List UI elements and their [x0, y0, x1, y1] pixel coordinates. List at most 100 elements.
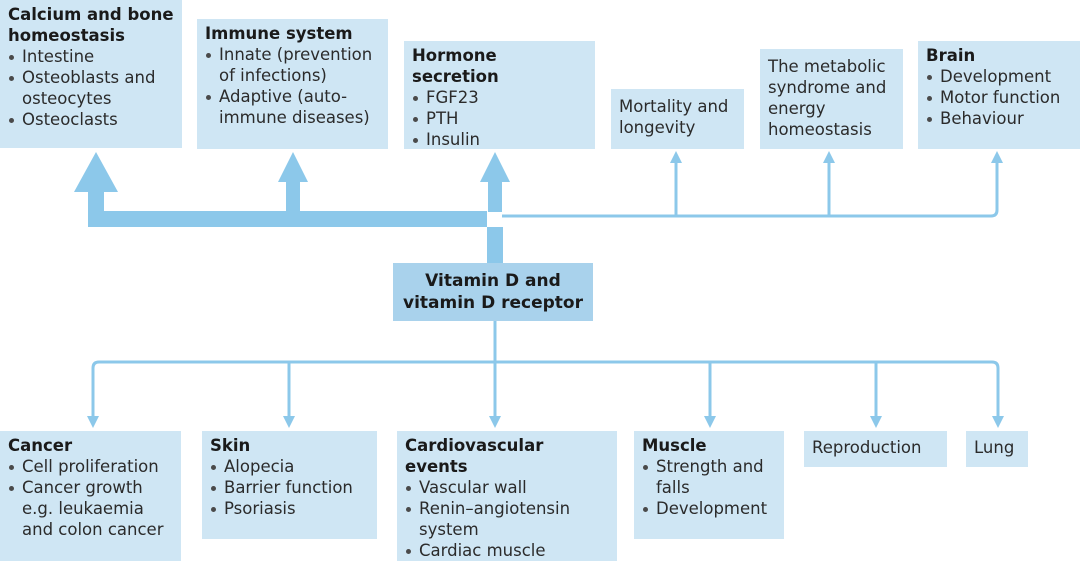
bullet-item-line: Cardiac muscle	[419, 541, 546, 560]
box-title: Calcium and bone	[8, 5, 174, 24]
mortality-longevity-box: Mortality and longevity	[611, 89, 744, 149]
bullet-item-line: Osteoblasts and	[22, 68, 156, 87]
bullet-item-line: Osteoclasts	[22, 110, 118, 129]
box-text-line: Lung	[974, 438, 1015, 457]
bullet-item: Strength and falls	[642, 456, 778, 498]
reproduction-box: Reproduction	[804, 431, 947, 467]
arrowhead-skin	[283, 416, 295, 428]
bullet-item: Renin–angiotensin system	[405, 498, 611, 540]
box-text-line: longevity	[619, 118, 696, 137]
bullet-item: Development	[642, 498, 778, 519]
box-text-line: homeostasis	[768, 120, 872, 139]
thick-branch-hormone	[488, 180, 502, 212]
bullet-item-line: Barrier function	[224, 478, 353, 497]
bullet-item: Cardiac muscle	[405, 540, 611, 561]
bullet-item: Insulin	[412, 129, 589, 150]
bullet-item-line: Renin–angiotensin	[419, 499, 571, 518]
box-title: Cancer	[8, 436, 73, 455]
box-title: Hormone secretion	[412, 46, 499, 86]
bullet-item: Development	[926, 66, 1074, 87]
bullet-item-line: FGF23	[426, 88, 479, 107]
bullet-item-line: Psoriasis	[224, 499, 296, 518]
bullet-item-line: Innate (prevention	[219, 45, 373, 64]
box-title: Brain	[926, 46, 976, 65]
arrowhead-metabolic	[823, 151, 835, 163]
bullet-item-line: PTH	[426, 109, 459, 128]
thin-trunk-upper	[502, 160, 999, 218]
bullet-item-line: falls	[656, 478, 690, 497]
arrowhead-mortality	[670, 151, 682, 163]
bullet-item-line: Strength and	[656, 457, 764, 476]
box-text-line: energy	[768, 99, 826, 118]
bullet-item-line: system	[419, 520, 479, 539]
box-title: homeostasis	[8, 26, 125, 45]
thick-branch-immune	[286, 180, 300, 212]
bullet-item-line: Intestine	[22, 47, 95, 66]
box-title: Cardiovascular events	[405, 436, 544, 476]
bullet-item: Osteoclasts	[8, 109, 176, 130]
bullet-item-line: Motor function	[940, 88, 1061, 107]
bullet-item-line: Development	[940, 67, 1052, 86]
bullet-item-line: Cancer growth	[22, 478, 143, 497]
box-title: Immune system	[205, 24, 353, 43]
box-title: Muscle	[642, 436, 707, 455]
bullet-item: Motor function	[926, 87, 1074, 108]
bullet-item: Vascular wall	[405, 477, 611, 498]
bullet-item-line: Cell proliferation	[22, 457, 159, 476]
arrowhead-cardiovascular	[489, 416, 501, 428]
bullet-item-line: e.g. leukaemia	[22, 499, 144, 518]
lung-box: Lung	[966, 431, 1028, 467]
bullet-item-line: immune diseases)	[219, 108, 370, 127]
bullet-item: Osteoblasts and osteocytes	[8, 67, 176, 109]
arrowhead-immune	[278, 152, 308, 182]
arrowhead-calcium	[74, 152, 118, 192]
bullet-item: Cell proliferation	[8, 456, 175, 477]
bullet-item: Psoriasis	[210, 498, 371, 519]
bullet-item-line: Vascular wall	[419, 478, 527, 497]
box-text-line: syndrome and	[768, 78, 887, 97]
box-text-line: Reproduction	[812, 438, 922, 457]
bullet-item-line: Alopecia	[224, 457, 295, 476]
arrowhead-cancer	[87, 416, 99, 428]
bullet-item: Cancer growth e.g. leukaemia and colon can…	[8, 477, 175, 540]
bullet-item: FGF23	[412, 87, 589, 108]
bullet-item: Behaviour	[926, 108, 1074, 129]
bullet-item: PTH	[412, 108, 589, 129]
arrowhead-brain	[991, 151, 1003, 163]
box-text-line: Mortality and	[619, 97, 729, 116]
bullet-item-line: Behaviour	[940, 109, 1024, 128]
bullet-item: Intestine	[8, 46, 176, 67]
box-text-line: The metabolic	[768, 57, 886, 76]
bullet-item-line: Insulin	[426, 130, 481, 149]
arrowhead-muscle	[704, 416, 716, 428]
bullet-item: Innate (prevention of infections)	[205, 44, 382, 86]
center-line-1: Vitamin D and	[425, 271, 561, 291]
center-line-2: vitamin D receptor	[403, 293, 583, 313]
bullet-item: Barrier function	[210, 477, 371, 498]
bullet-item-line: of infections)	[219, 66, 327, 85]
bullet-item-line: osteocytes	[22, 89, 112, 108]
bullet-item: Alopecia	[210, 456, 371, 477]
box-title: Skin	[210, 436, 251, 455]
arrowhead-hormone	[480, 152, 510, 182]
bullet-item-line: and colon cancer	[22, 520, 164, 539]
arrowhead-lung	[992, 416, 1004, 428]
thin-trunk-lower	[91, 360, 1000, 418]
metabolic-syndrome-box: The metabolic syndrome and energy homeostas…	[760, 49, 903, 149]
arrowhead-reproduction	[870, 416, 882, 428]
bullet-item-line: Adaptive (auto-	[219, 87, 348, 106]
bullet-item-line: Development	[656, 499, 768, 518]
vitamin-d-receptor-box: Vitamin D and vitamin D receptor	[393, 263, 593, 321]
thick-trunk	[88, 190, 503, 263]
bullet-item: Adaptive (auto-immune diseases)	[205, 86, 382, 128]
